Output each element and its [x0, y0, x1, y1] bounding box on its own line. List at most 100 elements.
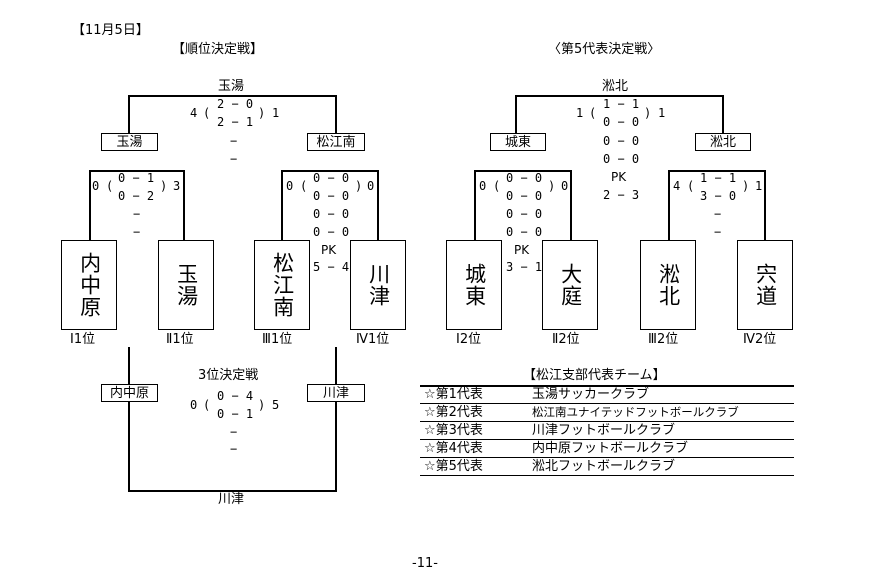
right-semi-right-extra-2: −: [714, 225, 722, 239]
left-semi-left-leg2: [183, 170, 185, 240]
right-final-pk-score: 2 − 3: [603, 188, 640, 202]
right-semi-left-line: [474, 170, 572, 172]
right-semi-right-leg1: [668, 170, 670, 240]
right-semi-left-half2: 0 − 0: [506, 189, 543, 203]
left-semi-right-extra-1: 0 − 0: [313, 207, 350, 221]
third-half2: 0 − 1: [217, 407, 254, 421]
left-winner: 玉湯: [218, 79, 245, 94]
right-final-extra-1: 0 − 0: [603, 134, 640, 148]
team-rank: Ⅰ2位: [456, 332, 482, 347]
right-semi-left-score-a: 0: [479, 179, 487, 193]
right-semi-left-score-b: 0: [561, 179, 569, 193]
left-semi-right-half2: 0 − 0: [313, 189, 350, 203]
left-semi-left-extra-1: −: [133, 207, 141, 221]
right-final-pk-label: PK: [611, 170, 627, 184]
left-semi-right-half1: 0 − 0: [313, 171, 350, 185]
left-semi-left-label: 玉湯: [101, 133, 158, 151]
right-final-paren-close: ): [644, 106, 652, 120]
right-semi-right-score-b: 1: [755, 179, 763, 193]
third-paren-close: ): [258, 398, 266, 412]
rep-team: 川津フットボールクラブ: [532, 423, 676, 438]
team-name: 大庭: [558, 263, 583, 307]
third-bottom-line: [128, 490, 337, 492]
left-semi-right-leg2: [377, 170, 379, 240]
left-semi-left-score-a: 0: [92, 179, 100, 193]
team-box-kawatsu: 川津: [350, 240, 406, 330]
left-semi-right-leg1: [281, 170, 283, 240]
team-name: 内中原: [77, 252, 102, 318]
right-final-paren-open: (: [589, 106, 597, 120]
left-semi-right-extra-2: 0 − 0: [313, 225, 350, 239]
right-winner: 淞北: [602, 79, 629, 94]
left-semi-right-pk-score: 5 − 4: [313, 260, 350, 274]
left-semi-right-paren-open: (: [300, 179, 308, 193]
right-final-extra-2: 0 − 0: [603, 152, 640, 166]
team-rank: Ⅰ1位: [70, 332, 96, 347]
third-left-leg: [128, 347, 130, 492]
right-final-left-leg: [515, 95, 517, 142]
third-extra-2: −: [230, 442, 238, 456]
right-semi-right-paren-close: ): [742, 179, 750, 193]
list-item: ☆第4代表 内中原フットボールクラブ: [420, 440, 794, 458]
left-semi-left-half2: 0 − 2: [118, 189, 155, 203]
right-semi-right-half1: 1 − 1: [700, 171, 737, 185]
right-bracket-title: 〈第5代表決定戦〉: [548, 42, 661, 57]
right-semi-right-label: 淞北: [695, 133, 751, 151]
representatives-top-rule: [420, 385, 794, 387]
team-rank: Ⅲ1位: [262, 332, 293, 347]
third-score-b: 5: [272, 398, 280, 412]
left-semi-left-half1: 0 − 1: [118, 171, 155, 185]
third-left-label: 内中原: [101, 384, 158, 402]
right-final-score-a: 1: [576, 106, 584, 120]
left-semi-left-line: [89, 170, 185, 172]
left-semi-left-score-b: 3: [173, 179, 181, 193]
date-header: 【11月5日】: [72, 23, 149, 38]
left-final-line: [128, 95, 337, 97]
left-final-score-paren-close: ): [258, 106, 266, 120]
right-final-right-leg: [722, 95, 724, 142]
third-paren-open: (: [203, 398, 211, 412]
right-semi-left-label: 城東: [490, 133, 546, 151]
left-semi-left-paren-open: (: [106, 179, 114, 193]
right-final-half1: 1 − 1: [603, 97, 640, 111]
right-semi-left-pk-label: PK: [514, 243, 530, 257]
left-final-score-paren-open: (: [203, 106, 211, 120]
left-semi-right-pk-label: PK: [321, 243, 337, 257]
right-semi-right-half2: 3 − 0: [700, 189, 737, 203]
left-semi-right-score-a: 0: [286, 179, 294, 193]
right-semi-left-leg2: [570, 170, 572, 240]
rep-rank: ☆第2代表: [424, 405, 483, 420]
left-final-score-goals-b: 1: [272, 106, 280, 120]
right-semi-left-pk-score: 3 − 1: [506, 260, 543, 274]
third-half1: 0 − 4: [217, 389, 254, 403]
team-box-matsue-minami: 松江南: [254, 240, 310, 330]
team-box-tamayu: 玉湯: [158, 240, 214, 330]
team-box-shohoku: 淞北: [640, 240, 696, 330]
right-semi-left-extra-2: 0 − 0: [506, 225, 543, 239]
right-semi-left-leg1: [474, 170, 476, 240]
right-semi-right-score-a: 4: [673, 179, 681, 193]
third-extra-1: −: [230, 425, 238, 439]
third-right-label: 川津: [307, 384, 365, 402]
right-semi-right-extra-1: −: [714, 207, 722, 221]
left-final-score-goals-a: 4: [190, 106, 198, 120]
third-place-title: 3位決定戦: [198, 368, 259, 383]
right-final-half2: 0 − 0: [603, 115, 640, 129]
rep-rank: ☆第5代表: [424, 459, 483, 474]
team-rank: Ⅳ2位: [743, 332, 777, 347]
third-place-winner: 川津: [218, 492, 245, 507]
left-final-extra-1: −: [230, 134, 238, 148]
left-final-left-leg: [128, 95, 130, 142]
team-name: 玉湯: [174, 263, 199, 307]
team-box-shinji: 宍道: [737, 240, 793, 330]
representatives-title: 【松江支部代表チーム】: [523, 368, 666, 383]
team-rank: Ⅱ2位: [552, 332, 580, 347]
team-rank: Ⅲ2位: [648, 332, 679, 347]
right-semi-right-leg2: [764, 170, 766, 240]
left-semi-right-line: [281, 170, 379, 172]
team-box-uchinakabara: 内中原: [61, 240, 117, 330]
right-semi-left-paren-open: (: [493, 179, 501, 193]
team-name: 松江南: [270, 252, 295, 318]
left-semi-left-extra-2: −: [133, 225, 141, 239]
